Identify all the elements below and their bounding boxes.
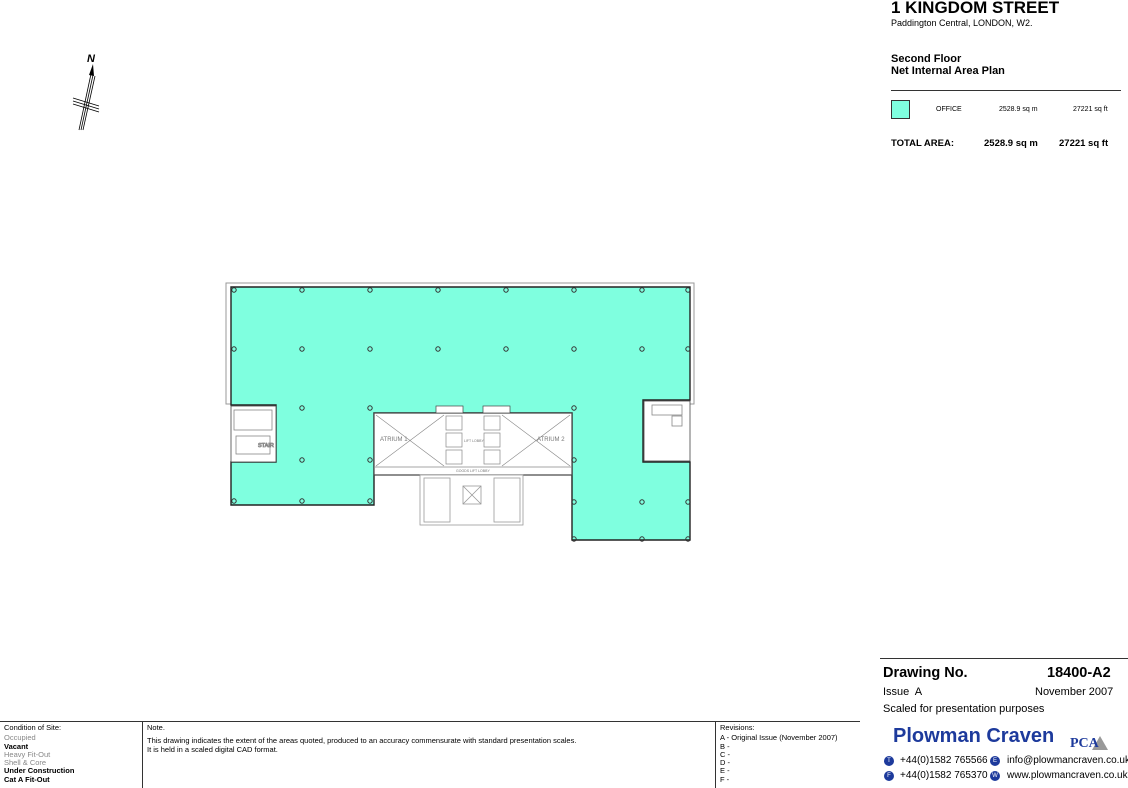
central-core xyxy=(419,474,524,526)
column-marker xyxy=(639,536,645,542)
total-sqft: 27221 sq ft xyxy=(1059,138,1109,149)
column-marker xyxy=(367,498,373,504)
column-marker xyxy=(571,457,577,463)
column-marker xyxy=(503,287,509,293)
revision-item: E - xyxy=(720,766,730,776)
column-marker xyxy=(685,346,691,352)
column-marker xyxy=(571,346,577,352)
column-marker xyxy=(299,498,305,504)
condition-item: Occupied xyxy=(4,733,36,743)
revisions-title: Revisions: xyxy=(720,723,755,732)
plan-title: Second Floor Net Internal Area Plan xyxy=(891,53,1005,77)
condition-item: Under Construction xyxy=(4,766,75,776)
atrium-block xyxy=(373,405,573,476)
column-marker xyxy=(435,287,441,293)
office-legend-swatch xyxy=(891,100,910,119)
website-link[interactable]: www.plowmancraven.co.uk xyxy=(1007,770,1128,781)
north-label: N xyxy=(87,53,96,65)
drawing-number: 18400-A2 xyxy=(1047,665,1111,681)
svg-text:PCA: PCA xyxy=(1070,736,1100,751)
column-marker xyxy=(571,499,577,505)
revision-item: A - Original Issue (November 2007) xyxy=(720,733,838,743)
email-icon: E xyxy=(990,756,1000,766)
column-marker xyxy=(231,498,237,504)
condition-item: Cat A Fit-Out xyxy=(4,774,50,784)
note-line-2: It is held in a scaled digital CAD forma… xyxy=(147,744,278,754)
fax-number: +44(0)1582 765370 xyxy=(900,770,988,781)
column-marker xyxy=(503,346,509,352)
plan-type: Net Internal Area Plan xyxy=(891,65,1005,77)
column-marker xyxy=(639,499,645,505)
column-marker xyxy=(639,346,645,352)
stair-label: STAIR xyxy=(258,443,274,449)
left-core: STAIR xyxy=(230,405,277,463)
condition-title: Condition of Site: xyxy=(4,723,62,732)
lift-lobby-label: LIFT LOBBY xyxy=(464,439,484,443)
column-marker xyxy=(231,287,237,293)
condition-item: Vacant xyxy=(4,741,29,751)
condition-item: Shell & Core xyxy=(4,758,47,768)
revision-item: F - xyxy=(720,774,730,784)
column-marker xyxy=(299,346,305,352)
note-panel: Note. This drawing indicates the extent … xyxy=(143,722,716,788)
floor-name: Second Floor xyxy=(891,53,962,65)
column-marker xyxy=(571,405,577,411)
phone-icon: T xyxy=(884,756,894,766)
column-marker xyxy=(299,287,305,293)
north-arrow-icon: N xyxy=(72,53,100,131)
column-marker xyxy=(639,287,645,293)
column-marker xyxy=(367,457,373,463)
column-marker xyxy=(231,346,237,352)
column-marker xyxy=(299,457,305,463)
fax-icon: F xyxy=(884,771,894,781)
atrium-2-label: ATRIUM 2 xyxy=(537,437,565,443)
revision-item: C - xyxy=(720,749,730,759)
column-marker xyxy=(367,346,373,352)
email-link[interactable]: info@plowmancraven.co.uk xyxy=(1007,755,1128,766)
column-marker xyxy=(571,287,577,293)
legend-label: OFFICE xyxy=(936,106,962,113)
building-address: Paddington Central, LONDON, W2. xyxy=(891,18,1033,28)
total-sqm: 2528.9 sq m xyxy=(984,138,1038,149)
structural-columns xyxy=(231,287,691,542)
right-core xyxy=(643,400,691,462)
column-marker xyxy=(435,346,441,352)
issue: Issue A xyxy=(883,686,923,698)
revision-item: D - xyxy=(720,758,730,768)
divider xyxy=(880,658,1128,659)
atrium-1-label: ATRIUM 1 xyxy=(380,437,408,443)
revision-item: B - xyxy=(720,741,730,751)
column-marker xyxy=(571,536,577,542)
column-marker xyxy=(685,499,691,505)
company-name: Plowman Craven xyxy=(893,725,1055,747)
building-title: 1 KINGDOM STREET xyxy=(891,0,1060,17)
note-line-1: This drawing indicates the extent of the… xyxy=(147,736,577,746)
pca-logo: PCA xyxy=(1070,736,1108,751)
legend-sqm: 2528.9 sq m xyxy=(999,106,1038,113)
goods-lift-lobby-label: GOODS LIFT LOBBY xyxy=(456,469,490,473)
divider xyxy=(891,90,1121,91)
column-marker xyxy=(685,287,691,293)
revisions-panel: Revisions: A - Original Issue (November … xyxy=(716,722,860,788)
column-marker xyxy=(299,405,305,411)
column-marker xyxy=(367,405,373,411)
legend-sqft: 27221 sq ft xyxy=(1073,106,1108,113)
drawing-label: Drawing No. xyxy=(883,665,968,681)
phone-number: +44(0)1582 765566 xyxy=(900,755,988,766)
column-marker xyxy=(685,536,691,542)
scale-note: Scaled for presentation purposes xyxy=(883,703,1045,715)
floor-plan: STAIR ATRIUM 1 ATRIUM 2 LIFT LOBBY GOODS… xyxy=(225,282,695,542)
issue-date: November 2007 xyxy=(1035,686,1114,698)
column-marker xyxy=(367,287,373,293)
web-icon: W xyxy=(990,771,1000,781)
note-title: Note. xyxy=(147,723,165,732)
revision-list: A - Original Issue (November 2007)B -C -… xyxy=(720,733,856,784)
total-label: TOTAL AREA: xyxy=(891,138,954,149)
condition-item: Heavy Fit-Out xyxy=(4,749,51,759)
